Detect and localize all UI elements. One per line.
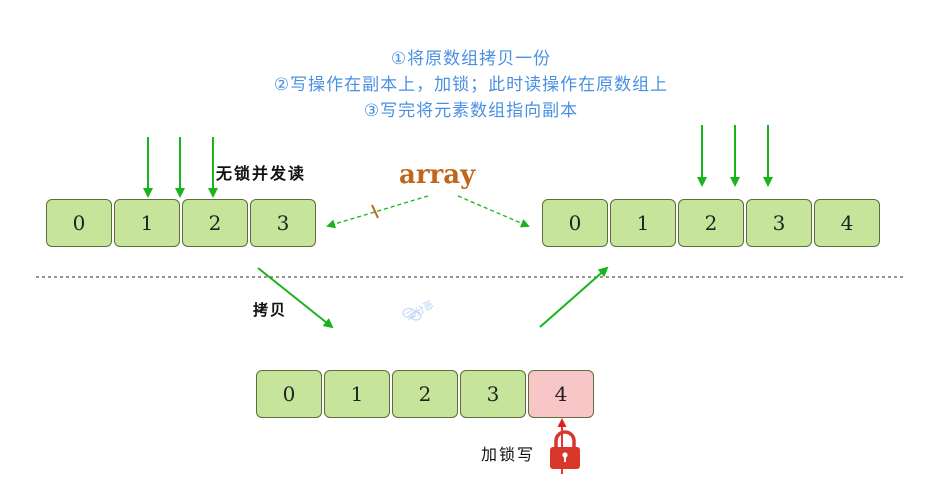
redirect-arrow bbox=[539, 266, 609, 328]
watermark-icon bbox=[402, 307, 422, 321]
new-array: 0 1 2 3 4 bbox=[542, 199, 882, 247]
step-3-text: ③写完将元素数组指向副本 bbox=[363, 101, 579, 121]
concurrent-read-label: 无锁并发读 bbox=[216, 164, 307, 183]
array-cell: 1 bbox=[610, 199, 676, 247]
array-cell: 2 bbox=[392, 370, 458, 418]
array-cell: 0 bbox=[46, 199, 112, 247]
copy-array: 0 1 2 3 4 bbox=[256, 370, 596, 418]
array-reference-label: array bbox=[399, 160, 476, 190]
original-array: 0 1 2 3 bbox=[46, 199, 318, 247]
new-reference-arrow bbox=[457, 195, 530, 228]
array-cell: 2 bbox=[182, 199, 248, 247]
written-cell: 4 bbox=[528, 370, 594, 418]
array-cell: 0 bbox=[256, 370, 322, 418]
array-cell: 3 bbox=[250, 199, 316, 247]
copy-arrow bbox=[257, 267, 334, 329]
array-cell: 2 bbox=[678, 199, 744, 247]
array-cell: 3 bbox=[460, 370, 526, 418]
old-reference-arrow bbox=[326, 195, 429, 229]
array-cell: 3 bbox=[746, 199, 812, 247]
lock-write-label: 加锁写 bbox=[481, 445, 536, 464]
reference-cut-mark bbox=[371, 204, 379, 219]
lock-icon bbox=[550, 430, 580, 469]
step-2-text: ②写操作在副本上，加锁；此时读操作在原数组上 bbox=[273, 75, 669, 95]
array-cell: 1 bbox=[114, 199, 180, 247]
array-cell: 4 bbox=[814, 199, 880, 247]
array-cell: 1 bbox=[324, 370, 390, 418]
step-1-text: ①将原数组拷贝一份 bbox=[390, 49, 552, 69]
array-cell: 0 bbox=[542, 199, 608, 247]
copy-label: 拷贝 bbox=[253, 301, 288, 319]
